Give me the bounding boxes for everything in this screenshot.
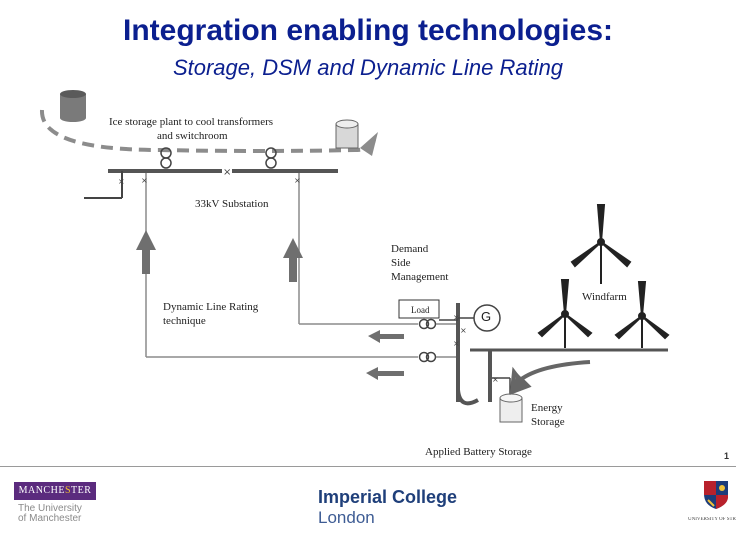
load-label: Load [411, 305, 430, 315]
svg-text:×: × [453, 313, 460, 322]
ice-tank-right-icon [335, 119, 359, 149]
dlr-arrow-up-right-icon [283, 238, 303, 282]
ice-storage-loop [39, 109, 376, 153]
imperial-logo-line2: London [318, 508, 375, 527]
footer-divider [0, 466, 736, 467]
transformer-upper-icon [418, 318, 437, 330]
battery-storage-label: Applied Battery Storage [425, 446, 532, 458]
svg-text:×: × [460, 326, 467, 335]
substation-label: 33kV Substation [195, 198, 269, 210]
ice-tank-left-icon [60, 90, 86, 122]
wind-turbine-right-icon [614, 281, 670, 348]
dlr-label: Dynamic Line Rating technique [163, 301, 259, 327]
slide-title: Integration enabling technologies: [122, 14, 614, 47]
wind-turbine-top-icon [570, 204, 632, 284]
svg-text:×: × [453, 339, 460, 348]
imperial-logo-line1: Imperial College [318, 487, 458, 507]
pump-left-icon [160, 147, 172, 169]
ice-storage-loop-arrowhead [360, 132, 378, 156]
energy-storage-label: Energy Storage [531, 402, 565, 428]
svg-text:×: × [492, 375, 499, 384]
bus-coupler-icon: × [223, 167, 231, 178]
flow-arrow-lower-icon [366, 367, 404, 380]
svg-text:×: × [141, 176, 148, 185]
strathclyde-crest-icon [704, 481, 728, 509]
svg-text:×: × [294, 176, 301, 185]
ice-storage-label: Ice storage plant to cool transformers a… [109, 116, 274, 142]
generator-icon [473, 304, 501, 332]
transformer-lower-icon [418, 351, 437, 363]
strathclyde-logo-text: UNIVERSITY OF STRATHCLYDE [688, 517, 736, 522]
slide-subtitle: Storage, DSM and Dynamic Line Rating [172, 55, 564, 80]
dsm-label: Demand Side Management [391, 243, 449, 283]
windfarm-label: Windfarm [582, 291, 627, 303]
windfarm-feed-arrow-icon [509, 360, 591, 396]
pump-right-icon [265, 147, 277, 169]
dlr-arrow-up-left-icon [136, 230, 156, 274]
generator-label: G [481, 309, 492, 324]
flow-arrow-upper-icon [368, 330, 404, 343]
page-number: 1 [724, 451, 730, 461]
wind-turbine-left-icon [537, 279, 593, 348]
battery-storage-icon [499, 393, 523, 423]
load-box [398, 299, 440, 319]
manchester-logo: MANCHESTER [14, 482, 96, 500]
manchester-subtitle: The University of Manchester [18, 503, 82, 524]
svg-text:×: × [118, 177, 125, 186]
